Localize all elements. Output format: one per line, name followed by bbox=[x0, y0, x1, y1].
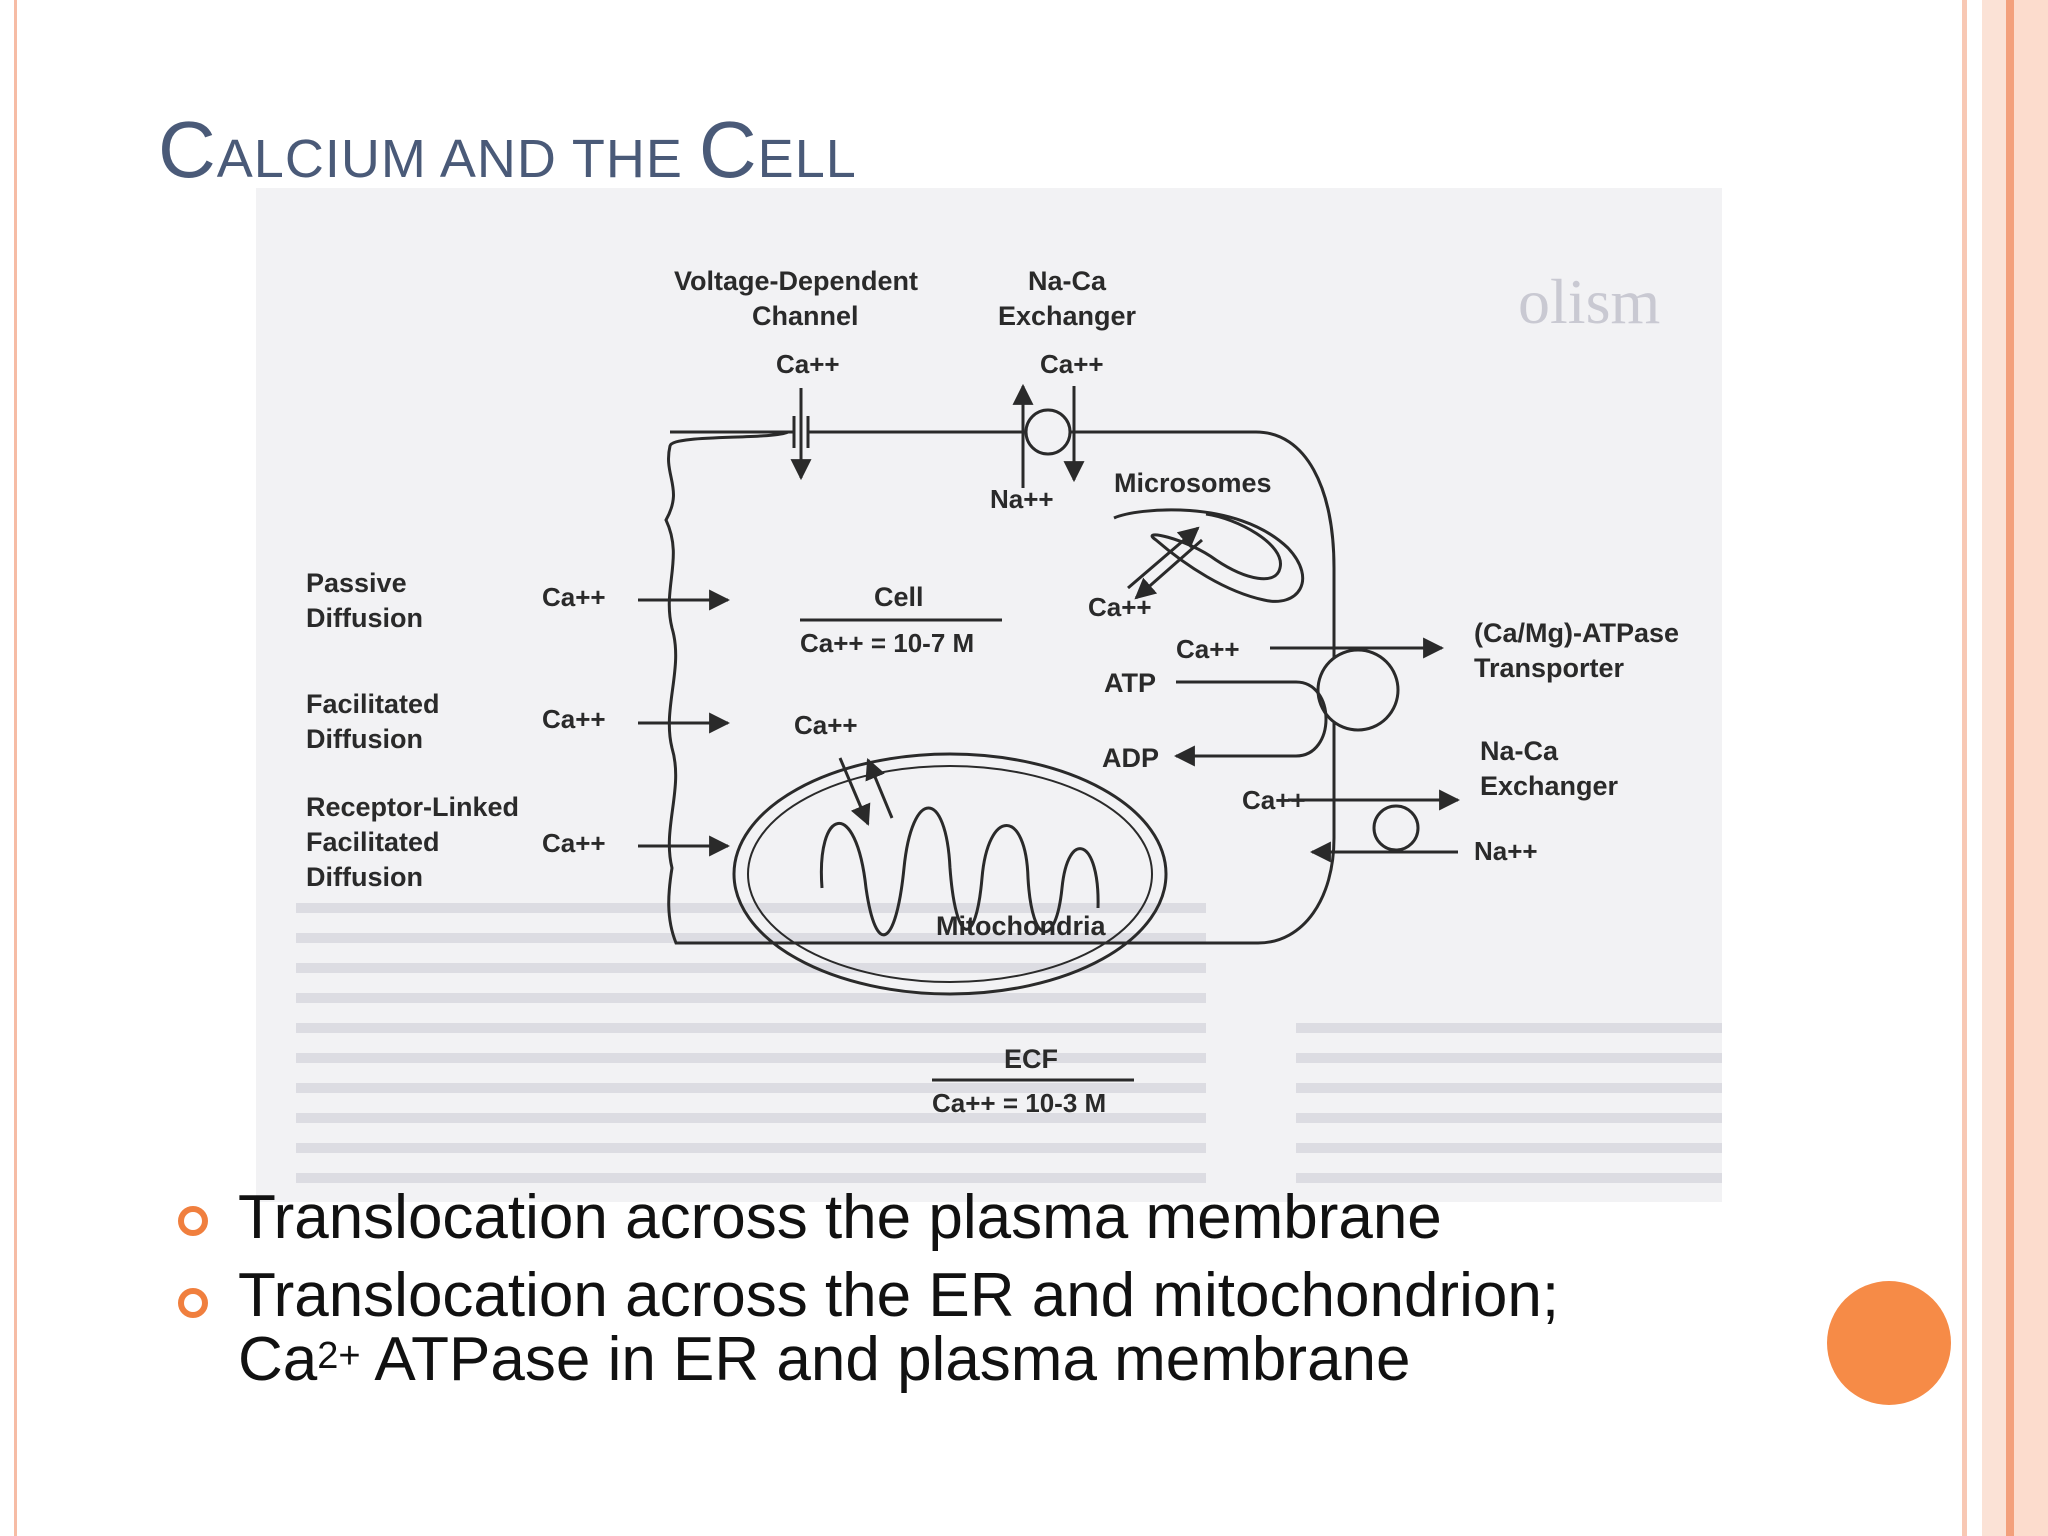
mitochondrion bbox=[732, 752, 1168, 996]
decorative-orange-circle bbox=[1827, 1281, 1951, 1405]
voltage-dependent-channel bbox=[670, 388, 1026, 481]
cell-membrane bbox=[664, 430, 1336, 945]
channel-label: Voltage-Dependent bbox=[674, 266, 918, 296]
title-text: ALCIUM AND THE bbox=[216, 129, 699, 189]
exchanger-ion-label: Ca++ bbox=[1040, 349, 1104, 379]
na-ca-exchanger-bottom bbox=[1288, 789, 1461, 863]
passive-ion-label: Ca++ bbox=[542, 582, 606, 612]
title-initial: C bbox=[698, 105, 758, 194]
right-border-band bbox=[1982, 0, 2006, 1536]
background-text-lines bbox=[296, 903, 1722, 1183]
ca-mg-atpase-transporter bbox=[1173, 637, 1445, 767]
bullet-text: ATPase in ER and plasma membrane bbox=[360, 1325, 1411, 1394]
ecf-label: ECF bbox=[1004, 1044, 1058, 1074]
na-ca-exchanger-top bbox=[1012, 383, 1176, 488]
atpase-ion-label: Ca++ bbox=[1176, 634, 1240, 664]
superscript-charge: 2+ bbox=[317, 1335, 361, 1377]
exchanger2-ion-label: Ca++ bbox=[1242, 785, 1306, 815]
receptor-linked-label: Facilitated bbox=[306, 827, 440, 857]
right-border-band bbox=[2014, 0, 2048, 1536]
exchanger-na-label: Na++ bbox=[990, 484, 1054, 514]
ecf-concentration: Ca++ = 10-3 M bbox=[932, 1088, 1106, 1118]
title-initial: C bbox=[158, 105, 217, 194]
passive-diffusion-label: Diffusion bbox=[306, 603, 423, 633]
adp-label: ADP bbox=[1102, 743, 1159, 773]
background-scan-text: olism bbox=[1518, 266, 1660, 337]
exchanger-label: Exchanger bbox=[998, 301, 1137, 331]
bullet-text: Ca bbox=[238, 1325, 318, 1394]
microsome bbox=[1113, 508, 1305, 603]
exchanger2-label: Na-Ca bbox=[1480, 736, 1559, 766]
microsomes-ion-label: Ca++ bbox=[1088, 592, 1152, 622]
passive-diffusion-label: Passive bbox=[306, 568, 407, 598]
facilitated-ion-label: Ca++ bbox=[542, 704, 606, 734]
slide-title: CALCIUM AND THE CELL bbox=[158, 104, 857, 196]
exchanger-label: Na-Ca bbox=[1028, 266, 1107, 296]
microsomes-label: Microsomes bbox=[1114, 468, 1272, 498]
right-border-band bbox=[2006, 0, 2014, 1536]
receptor-ion-label: Ca++ bbox=[542, 828, 606, 858]
title-text: ELL bbox=[757, 129, 857, 189]
left-border-rule bbox=[14, 0, 17, 1536]
atpase-label: Transporter bbox=[1474, 653, 1625, 683]
exchanger2-label: Exchanger bbox=[1480, 771, 1619, 801]
bullet-list: Translocation across the plasma membrane… bbox=[178, 1186, 1559, 1406]
mitochondria-ion-label: Ca++ bbox=[794, 710, 858, 740]
mitochondria-label: Mitochondria bbox=[936, 911, 1106, 941]
channel-label: Channel bbox=[752, 301, 859, 331]
receptor-linked-label: Diffusion bbox=[306, 862, 423, 892]
bullet-text: Translocation across the ER and mitochon… bbox=[238, 1261, 1560, 1330]
right-border-band bbox=[1962, 0, 1967, 1536]
bullet-item: Translocation across the ER and mitochon… bbox=[178, 1264, 1559, 1392]
bullet-ring-icon bbox=[178, 1206, 208, 1236]
atp-label: ATP bbox=[1104, 668, 1156, 698]
atpase-label: (Ca/Mg)-ATPase bbox=[1474, 618, 1679, 648]
cell-concentration: Ca++ = 10-7 M bbox=[800, 628, 974, 658]
receptor-linked-label: Receptor-Linked bbox=[306, 792, 519, 822]
bullet-ring-icon bbox=[178, 1288, 208, 1318]
cell-label: Cell bbox=[874, 582, 924, 612]
bullet-text: Translocation across the plasma membrane bbox=[238, 1183, 1442, 1252]
facilitated-diffusion-label: Facilitated bbox=[306, 689, 440, 719]
exchanger2-na-label: Na++ bbox=[1474, 836, 1538, 866]
facilitated-diffusion-label: Diffusion bbox=[306, 724, 423, 754]
bullet-item: Translocation across the plasma membrane bbox=[178, 1186, 1559, 1250]
calcium-cell-diagram: olism Voltage-Dependent Channel Ca++ Na-… bbox=[296, 266, 1722, 1183]
channel-ion-label: Ca++ bbox=[776, 349, 840, 379]
